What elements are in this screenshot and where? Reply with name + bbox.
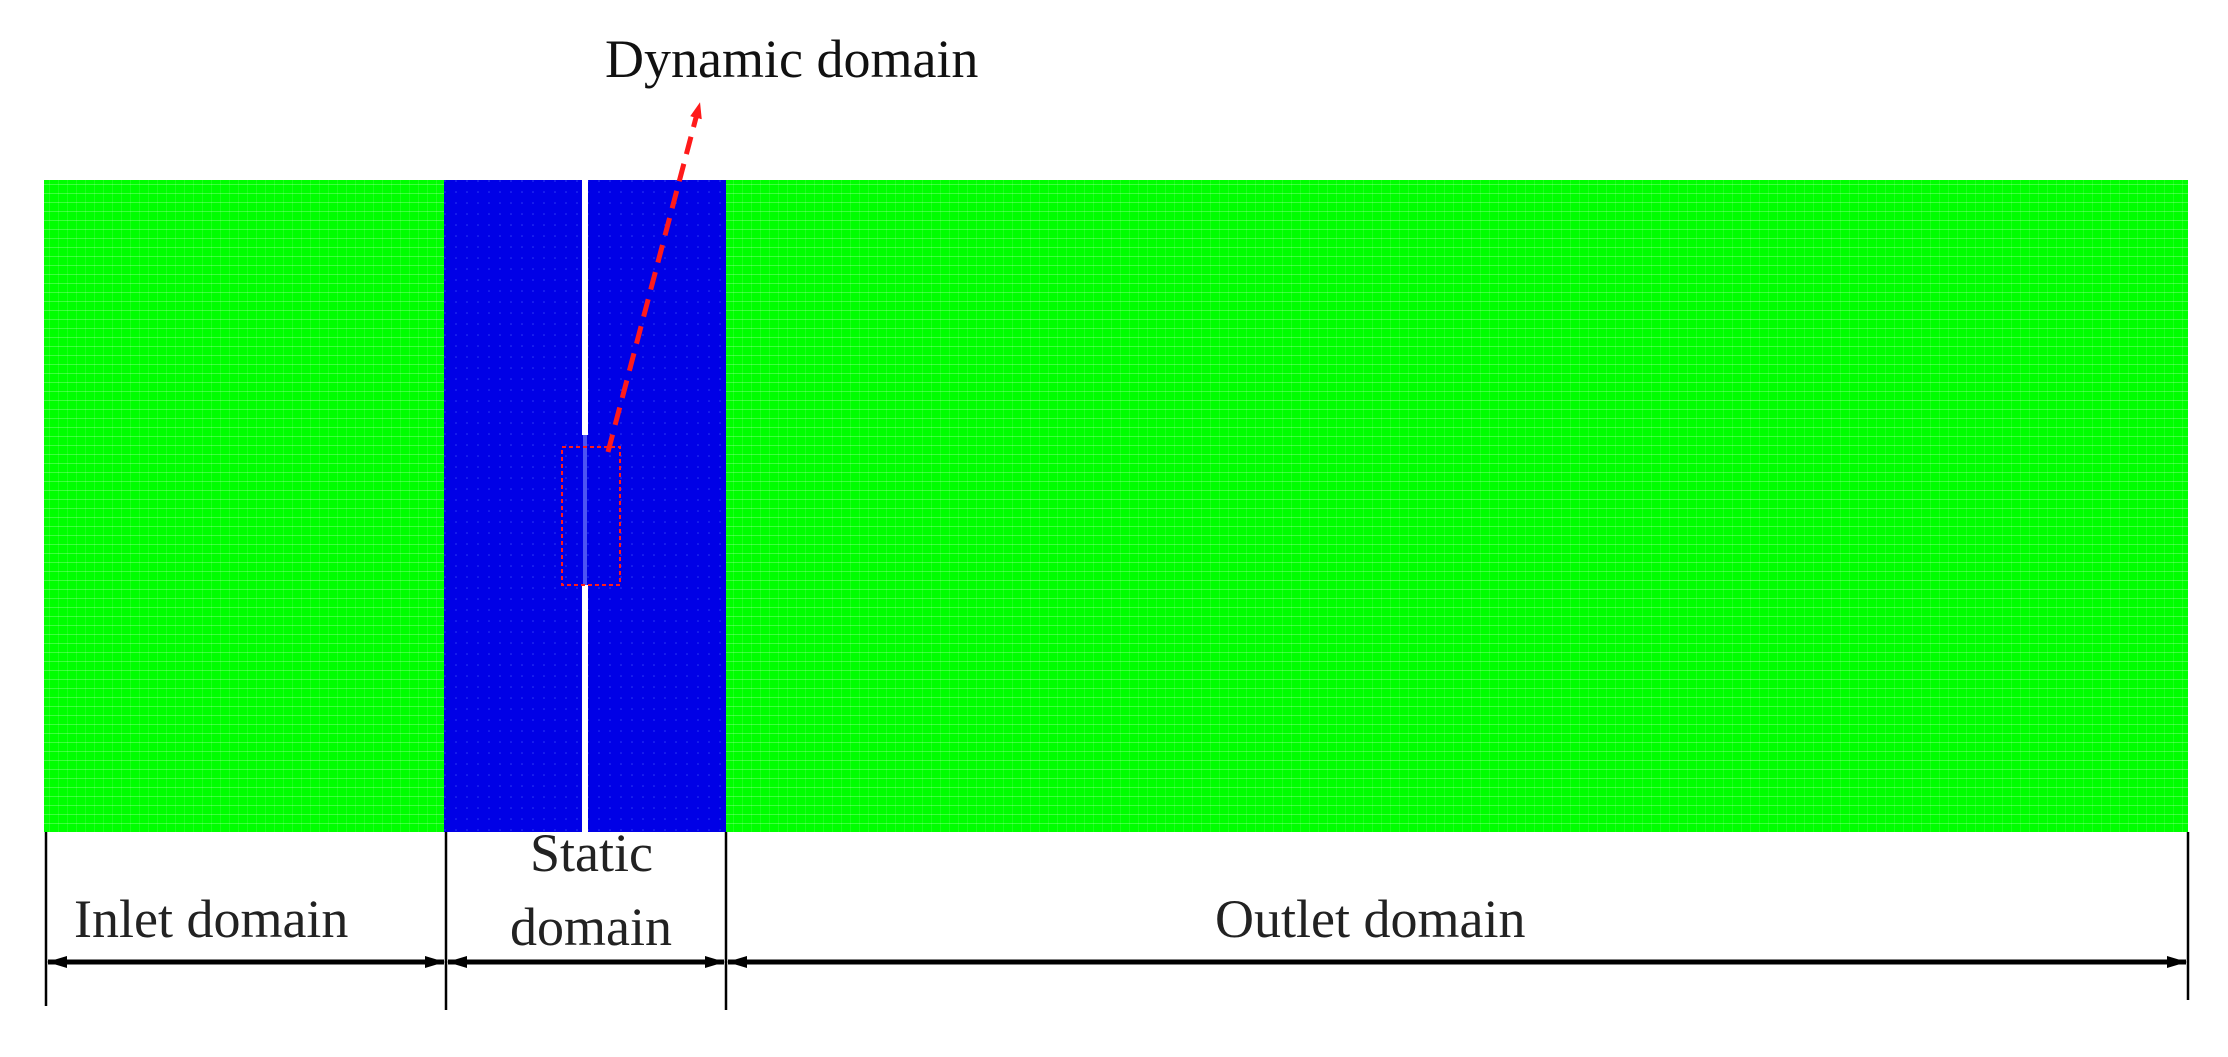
lower-slit <box>582 585 588 832</box>
dynamic-domain-box <box>561 446 621 586</box>
outlet-domain-label: Outlet domain <box>1215 889 1526 949</box>
static-domain-label-line1: Static <box>530 823 653 883</box>
inlet-mesh <box>44 180 444 832</box>
dynamic-domain-label: Dynamic domain <box>605 29 979 89</box>
outlet-mesh <box>726 180 2188 832</box>
upper-slit <box>582 180 588 435</box>
static-domain-label-line2: domain <box>510 897 672 957</box>
slit-inner <box>583 435 587 585</box>
dynamic-domain-callout-arrow <box>605 102 702 453</box>
inlet-domain-label: Inlet domain <box>74 889 349 949</box>
